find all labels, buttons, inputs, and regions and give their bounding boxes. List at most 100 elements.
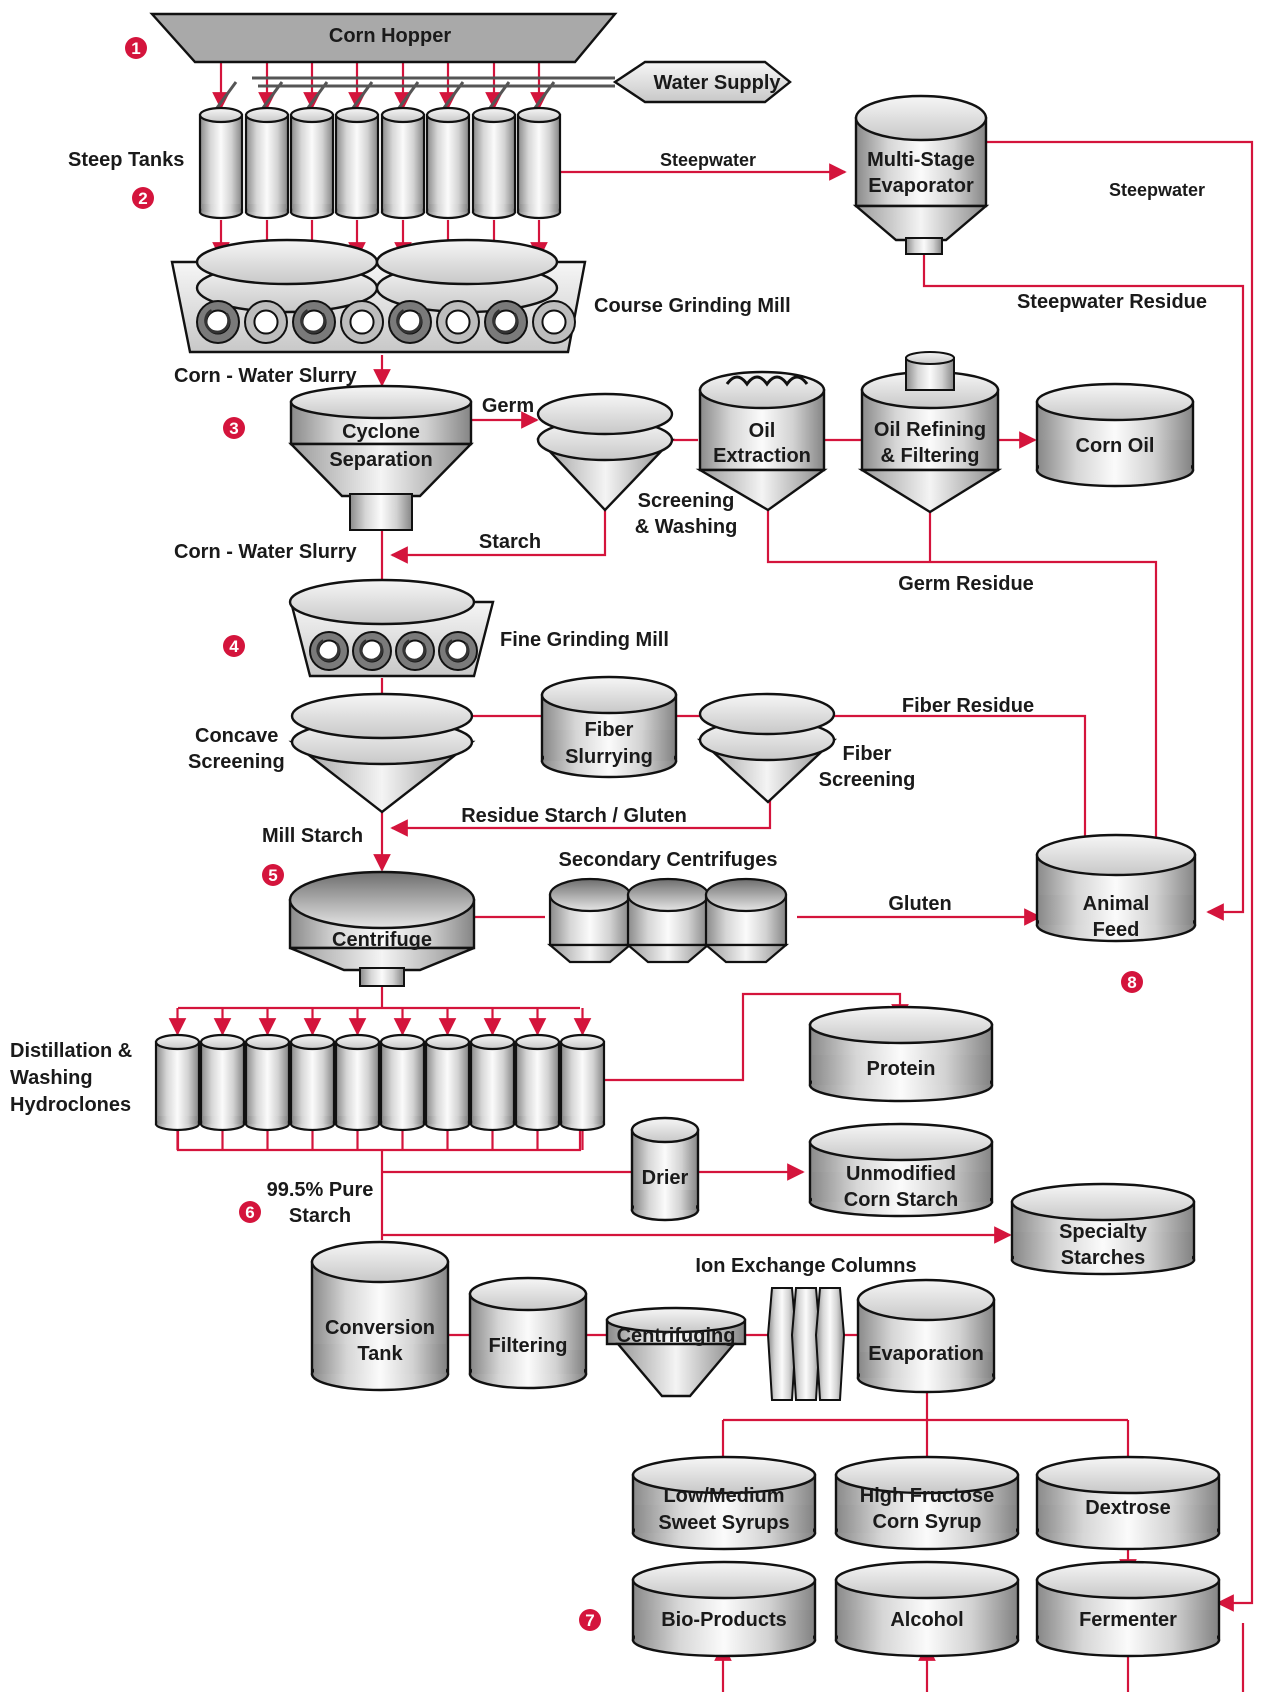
course-grinding-mill-label: Course Grinding Mill <box>594 295 791 317</box>
sweet-syrups-label-1: Low/Medium <box>663 1485 784 1507</box>
mill-starch-label: Mill Starch <box>262 825 363 847</box>
hydroclone <box>469 1033 516 1132</box>
hydroclone <box>424 1033 471 1132</box>
steepwater-residue-label: Steepwater Residue <box>1017 291 1207 313</box>
steep-tank <box>198 106 244 220</box>
oil-refining-filtering: Oil Refining & Filtering <box>857 351 1003 514</box>
svg-text:3: 3 <box>229 419 238 438</box>
grinding-roller <box>532 300 576 344</box>
cyclone-label-1: Cyclone <box>342 421 420 443</box>
step-badge-4: 4 <box>223 635 245 657</box>
residue-starch-gluten-label: Residue Starch / Gluten <box>461 805 687 827</box>
grinding-roller <box>340 300 384 344</box>
step-badge-2: 2 <box>132 187 154 209</box>
unmodified-starch-label-2: Corn Starch <box>844 1189 958 1211</box>
animal-feed-label-2: Feed <box>1093 919 1140 941</box>
high-fructose-corn-syrup-tank: High Fructose Corn Syrup <box>834 1455 1020 1551</box>
concave-screening-label-1: Concave <box>195 725 278 747</box>
hydroclone <box>289 1033 336 1132</box>
fiber-screening-label-1: Fiber <box>843 743 892 765</box>
step-badge-3: 3 <box>223 417 245 439</box>
steep-tank <box>380 106 426 220</box>
step-badge-7: 7 <box>579 1609 601 1631</box>
steep-tank <box>244 106 290 220</box>
sweet-syrups-tank: Low/Medium Sweet Syrups <box>631 1455 817 1551</box>
bio-products-label: Bio-Products <box>661 1609 787 1631</box>
screening-washing-label-1: Screening <box>638 490 735 512</box>
water-supply: Water Supply <box>212 60 792 113</box>
drier-label: Drier <box>642 1167 689 1189</box>
steepwater-label-2: Steepwater <box>1109 180 1205 200</box>
corn-water-slurry-label-2: Corn - Water Slurry <box>174 541 357 563</box>
hydroclone <box>559 1033 606 1132</box>
grinding-roller <box>388 300 432 344</box>
steep-tank <box>334 106 380 220</box>
filtering-tank: Filtering <box>468 1276 588 1390</box>
conversion-tank: Conversion Tank <box>310 1240 450 1392</box>
grinding-roller <box>309 631 349 671</box>
svg-text:8: 8 <box>1127 973 1136 992</box>
flow-lines <box>168 62 1254 1692</box>
steep-tanks <box>198 106 562 220</box>
fiber-residue-label: Fiber Residue <box>902 695 1034 717</box>
corn-water-slurry-label-1: Corn - Water Slurry <box>174 365 357 387</box>
ion-exchange-column <box>790 1287 822 1401</box>
grinding-roller <box>395 631 435 671</box>
steep-tank <box>516 106 562 220</box>
fermenter-label: Fermenter <box>1079 1609 1177 1631</box>
grinding-roller <box>292 300 336 344</box>
fine-grinding-mill <box>288 578 495 678</box>
svg-text:4: 4 <box>229 637 239 656</box>
cyclone-label-2: Separation <box>329 449 432 471</box>
grinding-roller <box>438 631 478 671</box>
screening-washing-label-2: & Washing <box>635 516 738 538</box>
hydroclone <box>199 1033 246 1132</box>
course-grinding-mill <box>170 238 587 354</box>
oil-extraction: Oil Extraction <box>695 370 828 512</box>
animal-feed-tank: Animal Feed <box>1035 833 1197 943</box>
dextrose-tank: Dextrose <box>1035 1455 1221 1551</box>
grinding-roller <box>436 300 480 344</box>
hydroclone <box>334 1033 381 1132</box>
svg-text:7: 7 <box>585 1611 594 1630</box>
secondary-centrifuge <box>625 877 711 964</box>
ion-exchange-label: Ion Exchange Columns <box>695 1255 916 1277</box>
cyclone-separation: Cyclone Separation <box>288 384 474 531</box>
protein-tank: Protein <box>808 1005 994 1103</box>
fine-grinding-mill-label: Fine Grinding Mill <box>500 629 669 651</box>
specialty-starches-label-1: Specialty <box>1059 1221 1148 1243</box>
step-badge-5: 5 <box>262 864 284 886</box>
evaporator-label-2: Evaporator <box>868 175 974 197</box>
specialty-starches-label-2: Starches <box>1061 1247 1146 1269</box>
fiber-screening-label-2: Screening <box>819 769 916 791</box>
protein-label: Protein <box>867 1058 936 1080</box>
step-badge-6: 6 <box>239 1201 261 1223</box>
oil-refining-label-1: Oil Refining <box>874 419 986 441</box>
concave-screening <box>288 692 476 814</box>
hydroclones-label-3: Hydroclones <box>10 1094 131 1116</box>
secondary-centrifuge <box>703 877 789 964</box>
screening-washing <box>536 392 675 512</box>
ion-exchange-column <box>766 1287 798 1401</box>
centrifuge: Centrifuge <box>288 870 476 987</box>
unmodified-starch-label-1: Unmodified <box>846 1163 956 1185</box>
svg-text:5: 5 <box>268 866 277 885</box>
unmodified-corn-starch-tank: Unmodified Corn Starch <box>808 1122 994 1218</box>
conversion-tank-label-1: Conversion <box>325 1317 435 1339</box>
sweet-syrups-label-2: Sweet Syrups <box>658 1512 789 1534</box>
hydroclones-label-1: Distillation & <box>10 1040 132 1062</box>
drier: Drier <box>630 1116 700 1222</box>
grinding-roller <box>352 631 392 671</box>
steep-tank <box>471 106 517 220</box>
ion-exchange-column <box>814 1287 846 1401</box>
corn-oil-label: Corn Oil <box>1076 435 1155 457</box>
dextrose-label: Dextrose <box>1085 1497 1171 1519</box>
steep-tank <box>289 106 335 220</box>
grinding-roller <box>484 300 528 344</box>
evaporation-label: Evaporation <box>868 1343 984 1365</box>
svg-text:1: 1 <box>131 39 140 58</box>
distillation-washing-hydroclones <box>154 1033 606 1132</box>
evaporator-label-1: Multi-Stage <box>867 149 975 171</box>
filtering-label: Filtering <box>489 1335 568 1357</box>
ion-exchange-columns <box>766 1287 846 1401</box>
